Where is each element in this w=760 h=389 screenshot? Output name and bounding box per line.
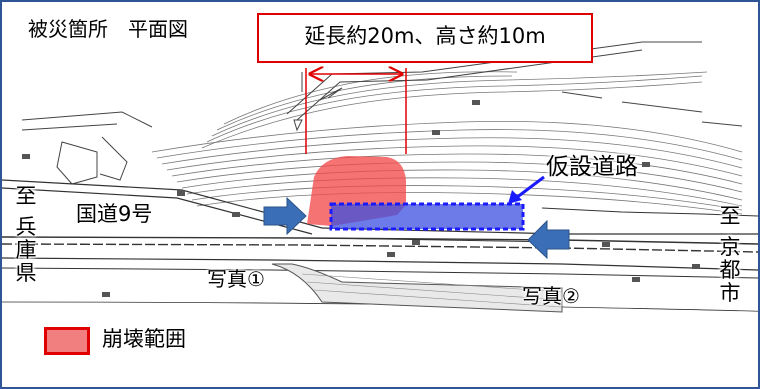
temporary-road-label: 仮設道路 [546,154,638,180]
slope-contours [151,71,743,215]
direction-left: 至 兵 庫 県 [14,185,38,285]
dimension-indicator [305,68,407,154]
direction-left-char: 至 [15,184,37,208]
direction-right-char: 至 [719,204,741,228]
direction-left-char: 庫 [15,238,37,262]
photo2-label: 写真② [522,284,580,308]
legend-swatch [44,327,90,355]
temporary-road-leader [508,175,545,204]
direction-left-char: 兵 [15,215,37,239]
direction-right-char: 京 [719,235,741,259]
photo2-arrow [527,219,570,260]
photo1-label: 写真① [207,267,265,291]
survey-marks [22,100,700,297]
temporary-road [329,202,525,231]
photo1-arrow [263,196,307,236]
direction-right-char: 都 [719,258,741,282]
page-title: 被災箇所 平面図 [28,17,188,41]
route-label: 国道9号 [76,202,153,226]
direction-right-char: 市 [719,281,741,305]
embankment-hatch [271,263,563,313]
direction-right: 至 京 都 市 [718,205,742,305]
direction-left-char: 県 [15,261,37,285]
dimension-note: 延長約20m、高さ約10m [304,24,546,48]
legend-label: 崩壊範囲 [102,327,186,351]
dimension-note-box: 延長約20m、高さ約10m [257,13,593,63]
